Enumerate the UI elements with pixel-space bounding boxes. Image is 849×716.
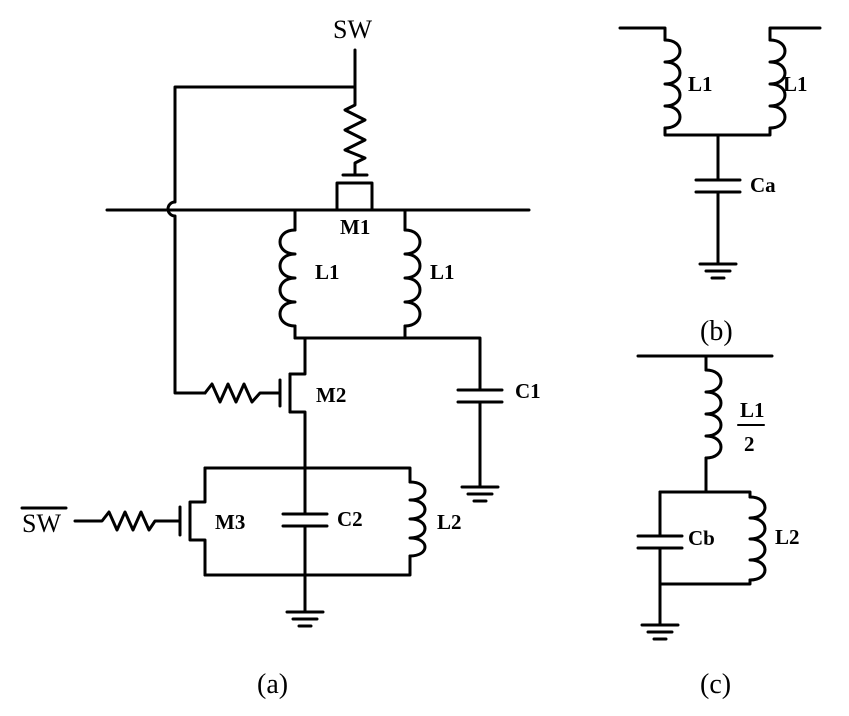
l1-left-inductor-b (663, 38, 772, 137)
m3-label: M3 (215, 510, 245, 534)
ca-capacitor (694, 133, 742, 266)
m2-drain-wire (288, 336, 307, 376)
tank-bottom-wire (203, 554, 412, 577)
m2-label: M2 (316, 383, 346, 407)
c1-capacitor (456, 388, 504, 489)
m1-label: M1 (340, 215, 370, 239)
l1-half-inductor (704, 354, 723, 494)
tank-c-bottom-wire (658, 578, 752, 586)
cb-ground-icon (640, 623, 680, 641)
c2-capacitor (281, 466, 329, 614)
c2-label: C2 (337, 507, 363, 531)
m1-transistor (335, 173, 374, 212)
circuit-a: SW M1 L1 L1 (20, 15, 541, 700)
c2-ground-icon (285, 610, 325, 628)
l1-half-numerator: L1 (740, 398, 765, 422)
caption-c: (c) (700, 669, 731, 700)
caption-b: (b) (700, 316, 733, 347)
tank-top-wire (203, 466, 412, 484)
m3-gate-resistor (73, 510, 182, 532)
tank-c-top-wire (658, 490, 752, 499)
left-lead-b (618, 26, 667, 42)
circuit-b: L1 L1 Ca (b) (618, 26, 822, 347)
l2-inductor (408, 480, 427, 558)
c1-ground-icon (460, 485, 500, 503)
l1-left-inductor (278, 208, 297, 340)
m2-transistor (278, 372, 307, 470)
cb-capacitor (636, 490, 684, 627)
l1-half-denominator: 2 (744, 432, 755, 456)
l1-right-inductor (403, 208, 422, 340)
right-lead-b (768, 26, 822, 42)
cb-label: Cb (688, 526, 715, 550)
l2-label-c: L2 (775, 525, 800, 549)
c1-label: C1 (515, 379, 541, 403)
ca-ground-icon (698, 262, 738, 280)
l1-right-label: L1 (430, 260, 455, 284)
l1-left-label: L1 (315, 260, 340, 284)
ca-label: Ca (750, 173, 776, 197)
sw-bias-resistor (343, 48, 367, 177)
caption-a: (a) (257, 669, 288, 700)
m2-gate-resistor (203, 382, 282, 404)
circuit-c: L1 2 L2 Cb (c) (636, 354, 800, 700)
l2-inductor-c (748, 495, 767, 582)
l1-right-label-b: L1 (783, 72, 808, 96)
sw-feedback-wire (166, 85, 357, 395)
sw-label: SW (333, 15, 372, 44)
l1-junction-wire (293, 336, 482, 392)
m3-transistor (178, 466, 207, 577)
l1-left-label-b: L1 (688, 72, 713, 96)
l1-right-inductor-b (768, 38, 787, 130)
l2-label: L2 (437, 510, 462, 534)
sw-bar-label: SW (22, 509, 61, 538)
